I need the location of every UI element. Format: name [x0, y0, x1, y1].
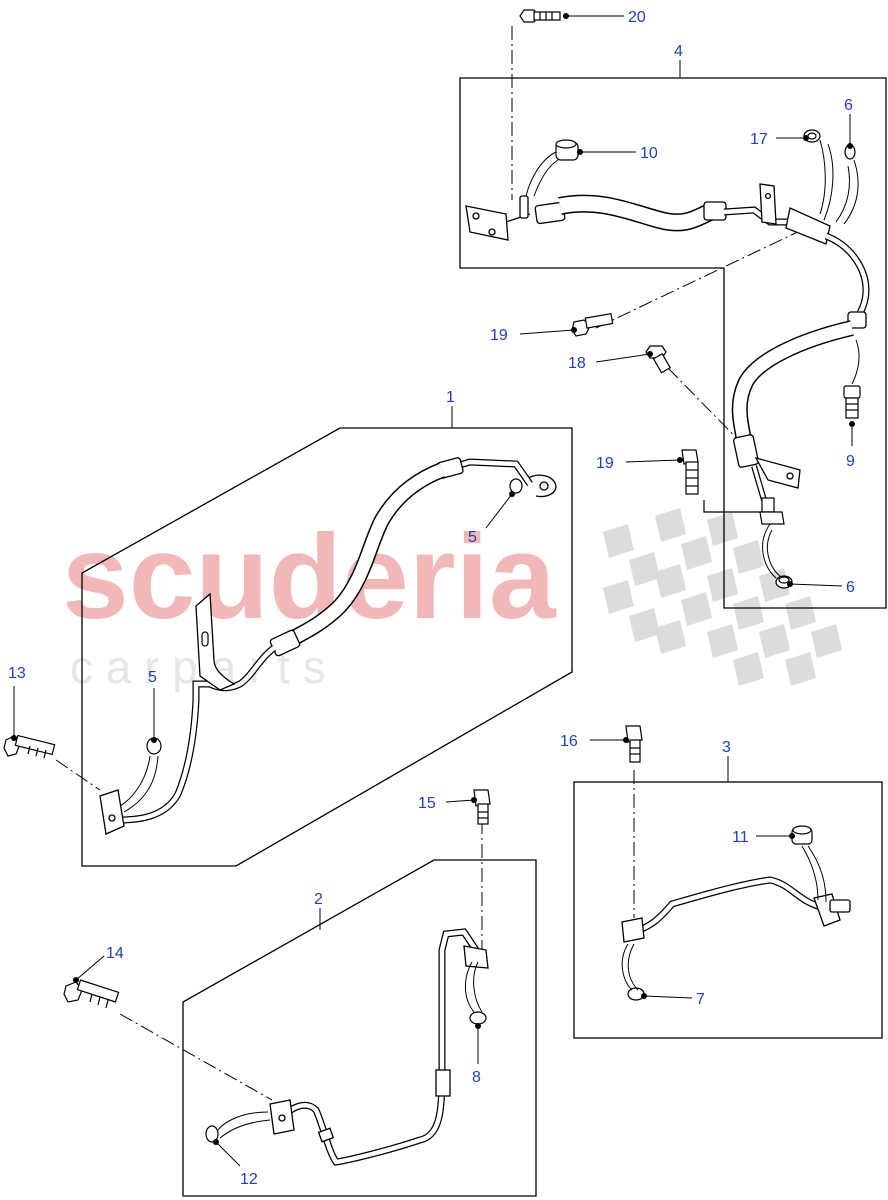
- bolt-15: [473, 789, 491, 825]
- part-4-hose-assembly: [465, 183, 870, 501]
- o-ring-5-upper: [509, 478, 523, 494]
- callout-5-upper: 5: [468, 529, 477, 546]
- valve-fitting: [759, 497, 785, 525]
- callout-dots: [11, 13, 855, 1145]
- callout-5-lower: 5: [148, 669, 157, 686]
- bolt-20: [519, 9, 561, 23]
- service-port: [519, 195, 529, 219]
- bolt-16: [625, 725, 643, 763]
- mounting-block: [465, 205, 509, 241]
- bolt-18: [645, 345, 672, 374]
- bolt-19-lower: [681, 449, 699, 495]
- bolt-14: [63, 979, 120, 1009]
- cap-10: [555, 139, 579, 161]
- junction-block: [785, 207, 831, 245]
- o-ring-7: [627, 987, 645, 1001]
- part-2-pipe: [269, 928, 489, 1166]
- callout-14: 14: [106, 945, 124, 962]
- callout-8: 8: [472, 1069, 481, 1086]
- cap-11: [791, 825, 813, 845]
- callout-leaders: [13, 15, 860, 1167]
- callout-20: 20: [628, 9, 646, 26]
- callout-17: 17: [750, 131, 768, 148]
- callout-3: 3: [722, 739, 731, 756]
- callout-19-lower: 19: [596, 455, 614, 472]
- callout-7: 7: [696, 991, 705, 1008]
- callout-16: 16: [560, 733, 578, 750]
- part-3-pipe: [621, 876, 851, 943]
- small-parts: [3, 9, 861, 1143]
- watermark: scuderia c a r p a r t s: [62, 508, 842, 693]
- box-leaders: [319, 60, 729, 930]
- callout-13: 13: [8, 665, 26, 682]
- callout-12: 12: [240, 1171, 258, 1188]
- group-boxes: [81, 77, 887, 1197]
- callout-15: 15: [418, 795, 436, 812]
- part-1-pipe-assembly: [99, 457, 557, 835]
- callout-2: 2: [314, 891, 323, 908]
- watermark-checker-flag: [603, 508, 842, 686]
- o-ring-12: [205, 1125, 219, 1143]
- pressure-switch-9: [843, 385, 861, 419]
- callout-11: 11: [732, 829, 749, 846]
- callout-1: 1: [446, 389, 455, 406]
- bolt-19-upper: [571, 312, 614, 337]
- callout-9: 9: [846, 453, 855, 470]
- o-ring-8: [469, 1011, 487, 1025]
- bolt-13: [3, 734, 56, 759]
- group-box-2: [182, 859, 537, 1197]
- callout-4: 4: [674, 43, 683, 60]
- group-box-4: [459, 77, 887, 609]
- callout-labels: 20 4 6 17 10 19 18 1 19 9 5 6 13 5 16 3 …: [8, 9, 855, 1188]
- callout-10: 10: [640, 145, 658, 162]
- callout-6-upper: 6: [844, 97, 853, 114]
- callout-19-upper: 19: [490, 327, 508, 344]
- group-box-1: [81, 427, 573, 867]
- callout-18: 18: [568, 355, 586, 372]
- callout-6-lower: 6: [846, 579, 855, 596]
